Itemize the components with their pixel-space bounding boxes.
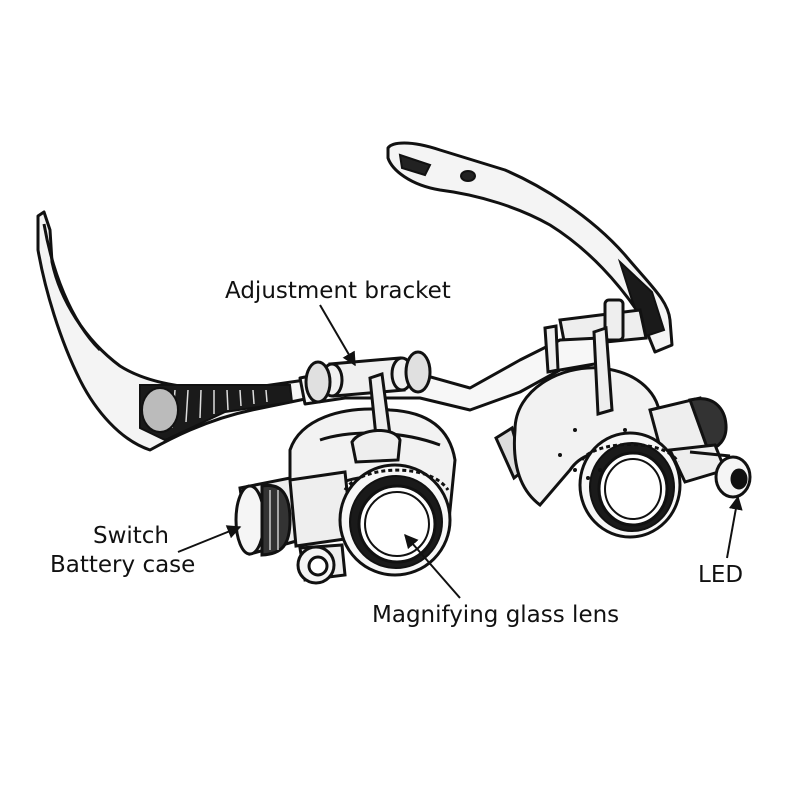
pointer-adjustment-bracket: [319, 304, 356, 367]
pointer-battery-case: [177, 525, 242, 553]
pointer-lens: [404, 533, 461, 599]
right-housing-dots: [558, 428, 627, 480]
pointer-led: [726, 495, 743, 559]
right-flip-arm: [543, 324, 614, 416]
label-adjustment-bracket: Adjustment bracket: [225, 278, 451, 304]
label-magnifying-lens: Magnifying glass lens: [372, 602, 620, 628]
right-led-module: [648, 396, 752, 499]
label-led: LED: [698, 562, 744, 588]
left-arm-grip: [139, 384, 294, 442]
left-battery-case: [234, 470, 354, 585]
adjustment-bracket-part: [304, 350, 432, 404]
left-flip-arm: [350, 372, 402, 464]
label-battery-case: Battery case: [50, 552, 196, 578]
right-arm-details: [398, 153, 666, 338]
right-lens: [578, 431, 682, 539]
label-switch: Switch: [92, 523, 170, 549]
left-lens: [338, 463, 452, 577]
